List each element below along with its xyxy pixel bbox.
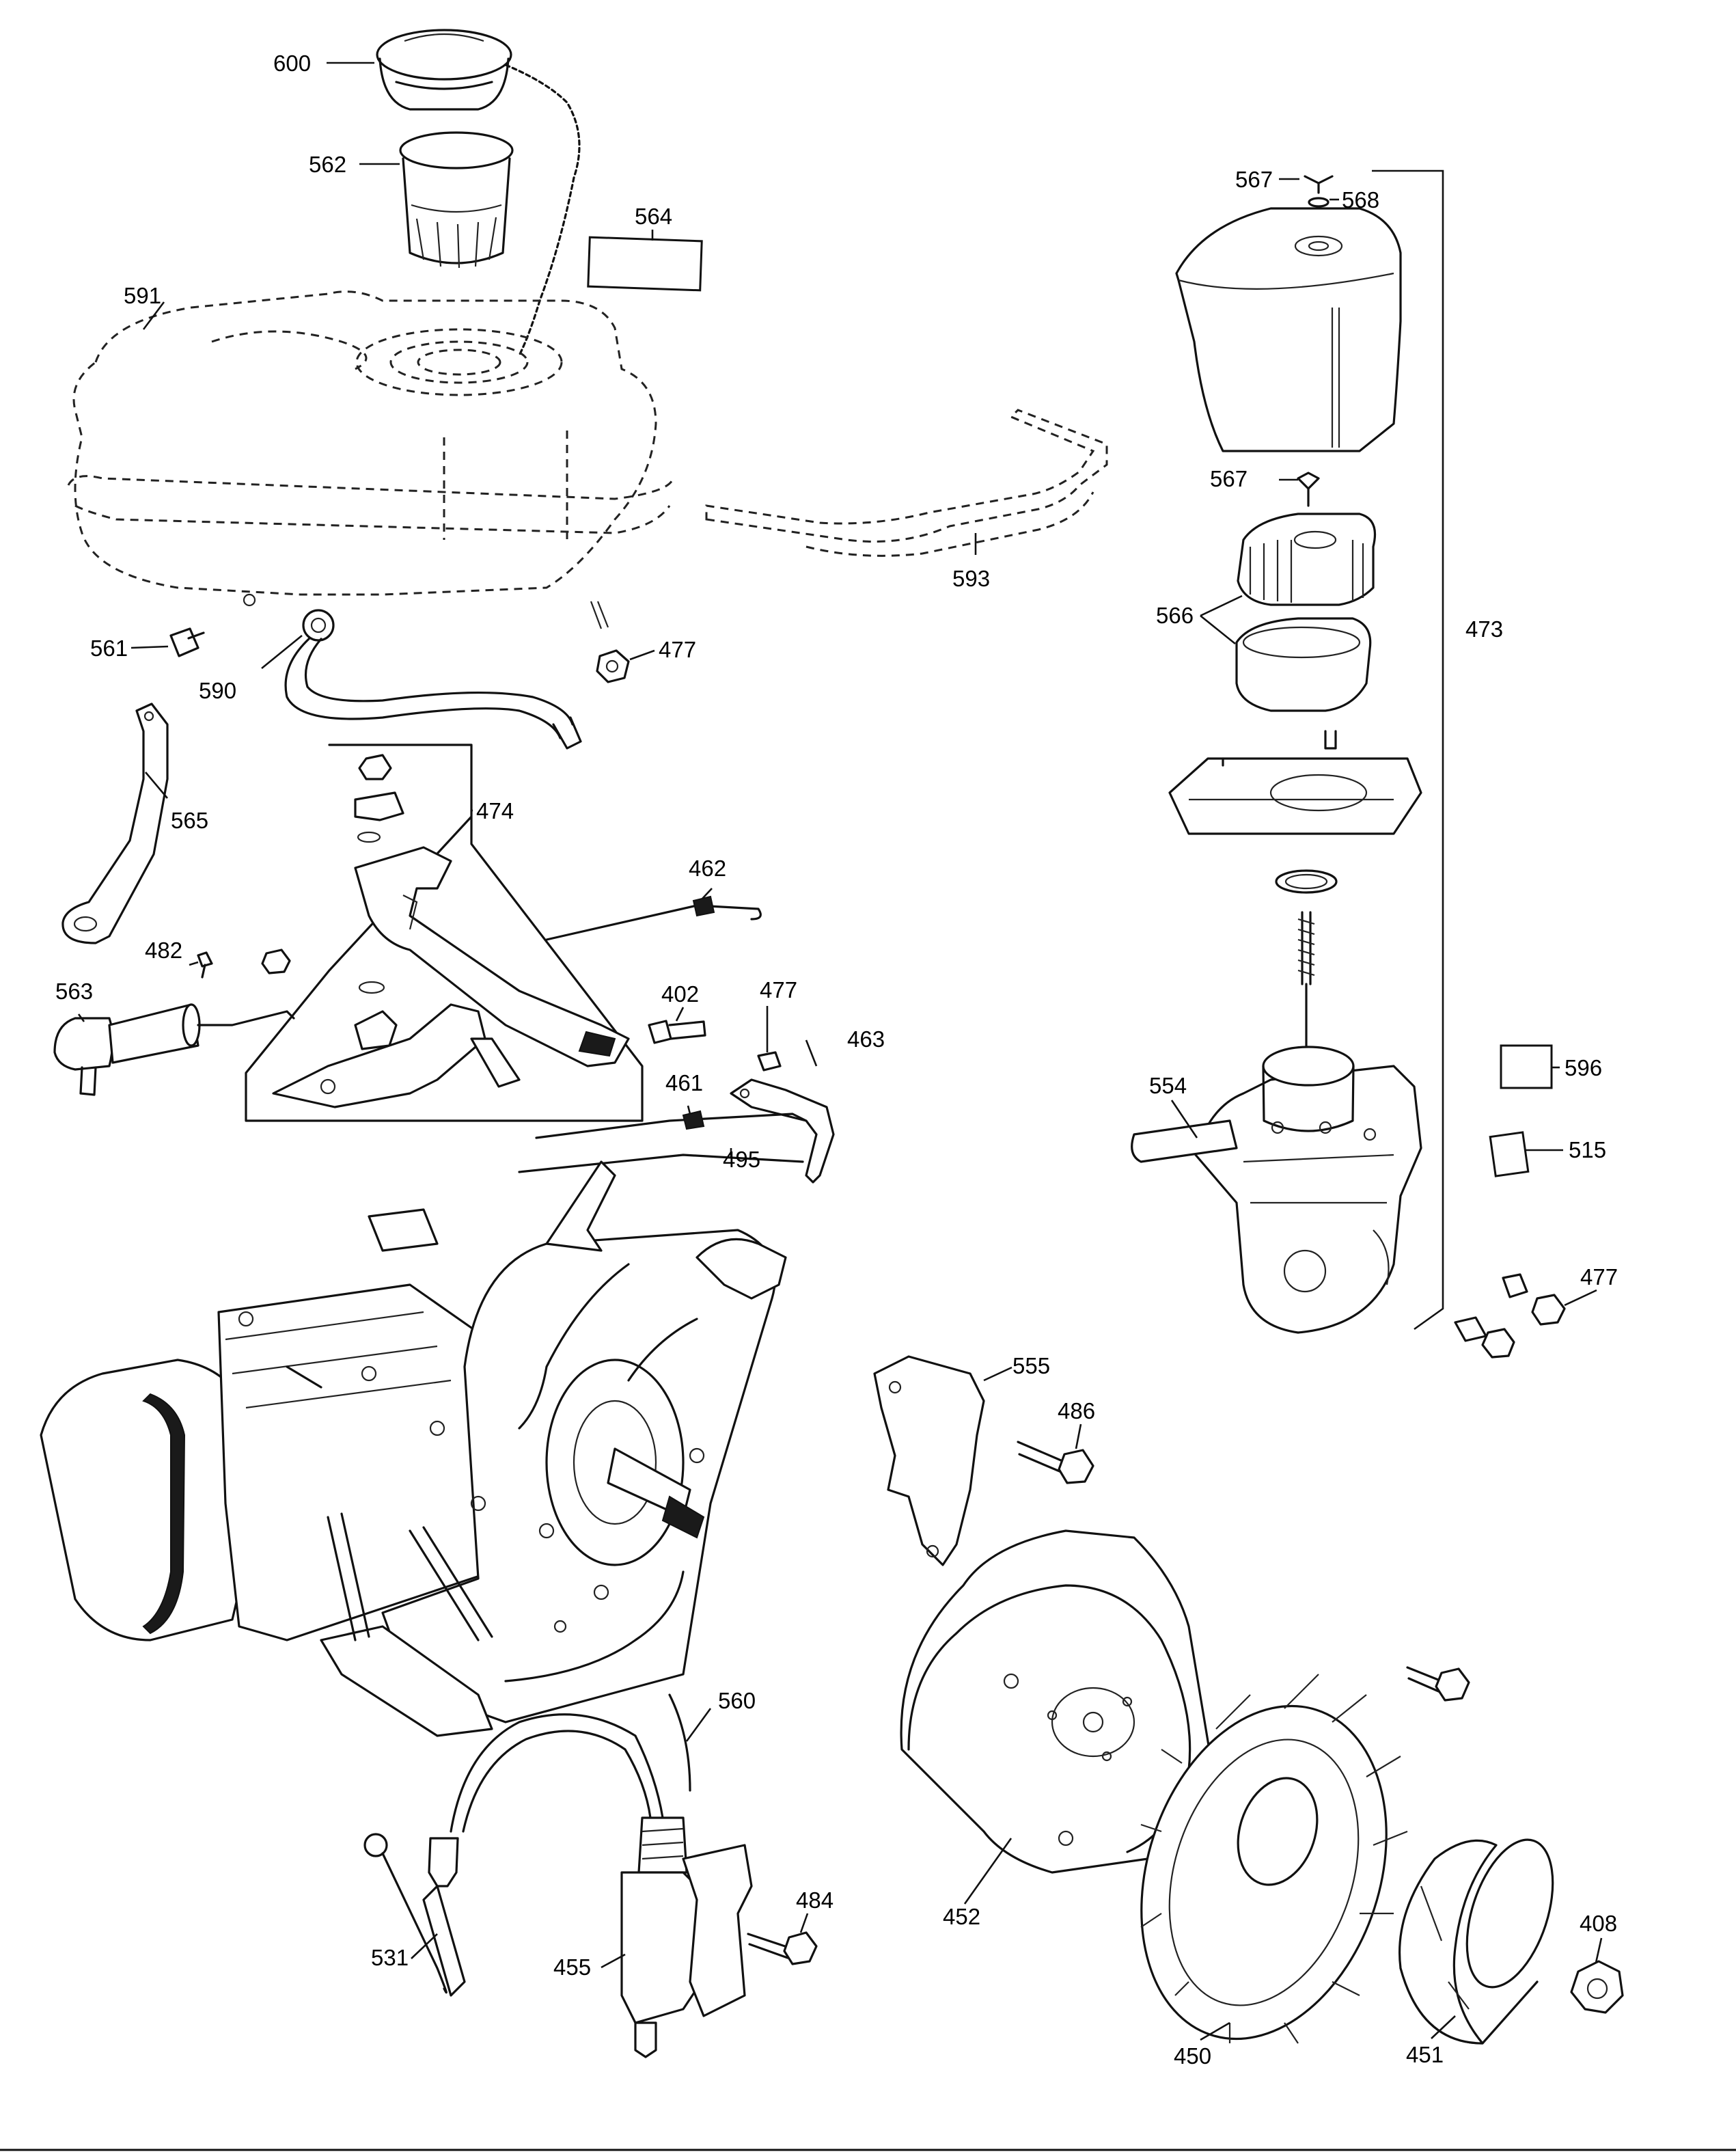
callout-477-top: 477 — [659, 637, 696, 662]
callout-461: 461 — [665, 1070, 703, 1095]
fuel-valve — [284, 609, 582, 750]
callout-463: 463 — [847, 1026, 885, 1052]
flywheel-450 — [1140, 1666, 1470, 2044]
flywheel-nut-408 — [1570, 1960, 1624, 2014]
fuel-tank — [67, 290, 674, 629]
label-564 — [587, 236, 703, 292]
callout-474: 474 — [476, 798, 514, 823]
spring-462 — [545, 895, 762, 941]
callout-554: 554 — [1149, 1073, 1187, 1098]
callout-462: 462 — [689, 856, 726, 881]
callout-482: 482 — [145, 938, 182, 963]
assembly-bracket-473 — [1372, 169, 1444, 1331]
callout-451: 451 — [1406, 2042, 1444, 2067]
label-515 — [1489, 1131, 1530, 1177]
callout-593: 593 — [952, 566, 990, 591]
callout-564: 564 — [635, 204, 672, 229]
callout-402: 402 — [661, 981, 699, 1007]
air-cleaner-assembly — [1131, 175, 1566, 1359]
engine-block — [40, 1160, 787, 1737]
bolt-484 — [747, 1931, 818, 1965]
callout-561: 561 — [90, 636, 128, 661]
spark-plug-531 — [363, 1833, 466, 1997]
fuel-strainer — [399, 131, 514, 269]
callout-562: 562 — [309, 152, 346, 177]
callout-596: 596 — [1565, 1055, 1602, 1080]
callout-numbers: 600 562 564 591 561 590 477 593 567 568 … — [55, 51, 1618, 2069]
callout-560: 560 — [718, 1688, 756, 1713]
callout-450: 450 — [1174, 2043, 1211, 2069]
callout-452: 452 — [943, 1904, 980, 1929]
callout-495: 495 — [723, 1147, 760, 1172]
callout-591: 591 — [124, 283, 161, 308]
callout-477-mid: 477 — [760, 977, 797, 1003]
callout-568: 568 — [1342, 187, 1379, 213]
callout-515: 515 — [1569, 1137, 1606, 1162]
callout-484: 484 — [796, 1887, 833, 1913]
callout-590: 590 — [199, 678, 236, 703]
callout-477-bottom: 477 — [1580, 1264, 1618, 1290]
callout-565: 565 — [171, 808, 208, 833]
callout-408: 408 — [1580, 1911, 1617, 1936]
callout-567-top: 567 — [1235, 167, 1273, 192]
control-assembly — [245, 744, 644, 1122]
callout-455: 455 — [553, 1954, 591, 1980]
callout-566: 566 — [1156, 603, 1194, 628]
ignition-coil-455 — [450, 1693, 753, 2058]
nut-477-top — [596, 649, 630, 683]
callout-531: 531 — [371, 1945, 409, 1970]
callout-555: 555 — [1012, 1353, 1050, 1378]
callout-486: 486 — [1058, 1398, 1095, 1423]
callout-473: 473 — [1465, 616, 1503, 642]
bolt-561 — [169, 627, 205, 657]
callout-563: 563 — [55, 979, 93, 1004]
bracket-555 — [873, 1355, 1094, 1566]
label-596 — [1500, 1044, 1553, 1089]
leader-lines — [77, 62, 1603, 2041]
callout-567-mid: 567 — [1210, 466, 1248, 491]
starter-cup-451 — [1398, 1838, 1554, 2045]
fuel-cap — [376, 29, 581, 357]
callout-600: 600 — [273, 51, 311, 76]
spring-461-link-495 — [518, 1110, 808, 1173]
screw-482 — [197, 949, 291, 979]
brace-565 — [61, 703, 169, 944]
tank-bracket — [705, 409, 1108, 557]
governor-parts — [648, 1020, 835, 1184]
solenoid — [53, 1003, 295, 1096]
